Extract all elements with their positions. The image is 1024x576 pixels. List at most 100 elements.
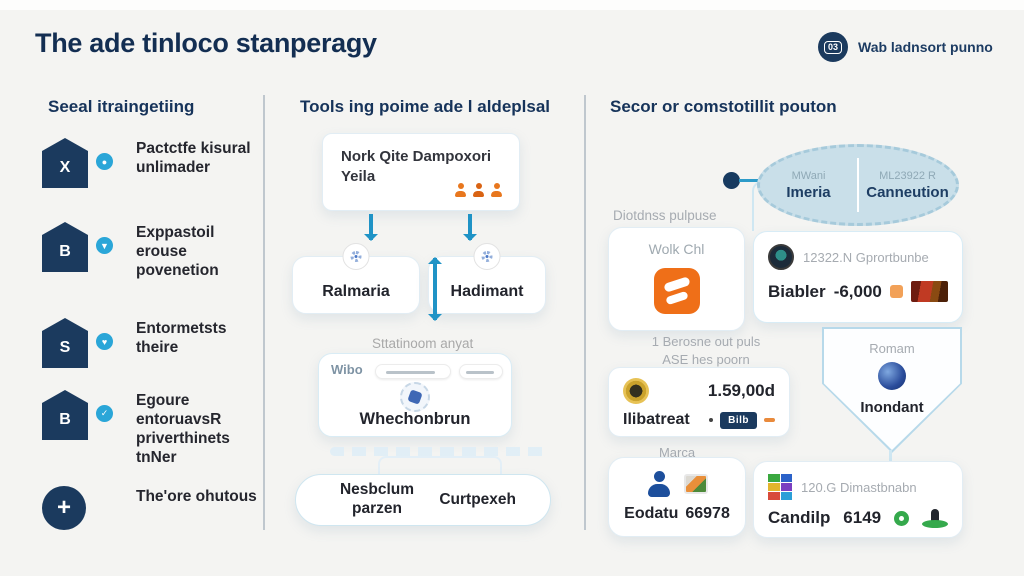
shield-letter: X bbox=[59, 159, 71, 176]
shield-s-icon: S bbox=[42, 318, 88, 368]
detail-card-title: Whechonbrun bbox=[359, 410, 471, 428]
orange-dash-icon bbox=[764, 418, 775, 422]
flow-label: Sttatinoom anyat bbox=[372, 336, 474, 351]
blue-badge-icon: ▼ bbox=[94, 235, 115, 256]
group2-label-line2: ASE hes poorn bbox=[662, 351, 750, 367]
ilibatreat-card: 1.59,00d Ilibatreat Bilb bbox=[608, 367, 790, 437]
ilibatreat-value: 1.59,00d bbox=[707, 381, 775, 400]
page-title: The ade tinloco stanperagy bbox=[35, 28, 377, 58]
branch-card-label: Ralmaria bbox=[322, 283, 390, 300]
detail-card-corner-label: Wibo bbox=[331, 362, 363, 377]
funnel-shape: Romam Inondant bbox=[822, 327, 962, 453]
emblem-icon bbox=[473, 243, 501, 270]
connector-dot bbox=[723, 172, 740, 189]
list-item: B ▼ Exppastoil erouse povenetion bbox=[42, 222, 260, 281]
right-column-heading: Secor or comstotillit pouton bbox=[610, 97, 837, 116]
list-item-label: Exppastoil erouse povenetion bbox=[136, 224, 219, 279]
biabler-subtitle: 12322.N Gprortbunbe bbox=[803, 249, 929, 265]
brand-logo-badge: 03 bbox=[823, 40, 842, 54]
dot-icon bbox=[709, 418, 714, 422]
shield-b-icon: B bbox=[42, 390, 88, 440]
thumbnail-image bbox=[910, 281, 948, 302]
avatar bbox=[768, 244, 794, 270]
shield-letter: S bbox=[59, 339, 71, 356]
top-flow-card: Nork Qite Dampoxori Yeila bbox=[322, 133, 520, 211]
candilp-name: Candilp bbox=[768, 508, 831, 527]
circle-letter: + bbox=[56, 494, 71, 521]
wolk-card: Wolk Chl bbox=[608, 227, 745, 331]
middle-column-heading: Tools ing poime ade l aldeplsal bbox=[300, 97, 551, 116]
column-divider bbox=[584, 95, 586, 530]
funnel-shape-inner: Romam Inondant bbox=[824, 329, 960, 450]
user-icon bbox=[454, 183, 467, 197]
users-icon-group bbox=[454, 183, 503, 197]
shield-letter: B bbox=[59, 411, 71, 428]
icon-wrap: B ▼ bbox=[42, 222, 120, 274]
down-arrow-icon bbox=[364, 214, 378, 241]
group-label: Marca bbox=[658, 445, 696, 460]
bubble-left-title: Imeria bbox=[786, 183, 831, 201]
candilp-card: 120.G Dimastbnabn Candilp 6149 bbox=[753, 461, 963, 538]
icon-wrap: X ● bbox=[42, 138, 120, 190]
candilp-subtitle: 120.G Dimastbnabn bbox=[801, 479, 917, 495]
photo-icon bbox=[684, 474, 708, 494]
bottom-card-left-label: Nesbclum parzen bbox=[339, 481, 415, 517]
list-item-label: Entormetsts theire bbox=[136, 320, 227, 356]
toolbar-pill bbox=[459, 364, 503, 379]
blue-badge-icon: ✓ bbox=[94, 403, 115, 424]
eodatu-value: 66978 bbox=[685, 505, 730, 522]
bubble-right-half: ML23922 R Canneution bbox=[859, 170, 956, 201]
blue-badge-icon: ● bbox=[94, 151, 115, 172]
list-item-label: The'ore ohutous bbox=[136, 488, 257, 505]
candilp-value: 6149 bbox=[843, 508, 882, 527]
list-item: B ✓ Egoure entoruavsR priverthinets tnNe… bbox=[42, 390, 260, 468]
icon-wrap: S ♥ bbox=[42, 318, 120, 370]
brand-logo-icon: 03 bbox=[818, 32, 848, 62]
eodatu-name: Eodatu bbox=[624, 505, 679, 522]
status-badge: Bilb bbox=[720, 411, 757, 429]
cross-circle-icon: + bbox=[42, 486, 86, 530]
shield-letter: B bbox=[59, 243, 71, 260]
emblem-icon bbox=[342, 243, 370, 270]
bubble-left-caption: MWani bbox=[791, 169, 826, 182]
branch-card-left: Ralmaria bbox=[292, 243, 420, 314]
user-icon bbox=[490, 183, 503, 197]
blue-badge-icon: ♥ bbox=[94, 331, 115, 352]
funnel-name: Inondant bbox=[860, 399, 924, 416]
top-card-line2: Yeila bbox=[341, 168, 376, 186]
faint-connector-decoration bbox=[378, 456, 502, 482]
shield-b-icon: B bbox=[42, 222, 88, 272]
toolbar-pill bbox=[375, 364, 451, 379]
bubble-left-half: MWani Imeria bbox=[760, 170, 857, 201]
down-arrow-icon bbox=[463, 214, 477, 241]
burst-emblem-icon bbox=[400, 382, 430, 412]
list-item: + The'ore ohutous bbox=[42, 486, 260, 538]
left-column-heading: Seeal itraingetiing bbox=[48, 97, 195, 116]
person-icon bbox=[646, 471, 672, 497]
branch-card-label: Hadimant bbox=[450, 283, 524, 300]
wolk-card-title: Wolk Chl bbox=[648, 241, 705, 257]
funnel-label: Romam bbox=[869, 341, 915, 356]
coin-icon bbox=[623, 378, 649, 404]
branch-card-right: Hadimant bbox=[428, 243, 546, 314]
connector-line bbox=[739, 179, 760, 182]
faint-scribble-decoration bbox=[330, 447, 550, 456]
user-icon bbox=[472, 183, 485, 197]
eodatu-card: Eodatu 66978 bbox=[608, 457, 746, 537]
list-item: X ● Pactctfe kisural unlimader bbox=[42, 138, 260, 190]
double-arrow-icon bbox=[428, 257, 442, 321]
group-label: 1 Berosne out puls ASE hes poorn bbox=[630, 333, 782, 368]
icon-wrap: B ✓ bbox=[42, 390, 120, 442]
shield-x-icon: X bbox=[42, 138, 88, 188]
brand: 03 Wab ladnsort punno bbox=[818, 32, 993, 62]
bubble-right-title: Canneution bbox=[866, 183, 949, 201]
group2-label-line1: 1 Berosne out puls bbox=[651, 334, 761, 349]
brand-name: Wab ladnsort punno bbox=[858, 39, 993, 55]
biabler-card: 12322.N Gprortbunbe Biabler -6,000 bbox=[753, 231, 963, 323]
orange-app-icon bbox=[653, 268, 700, 314]
icon-wrap: + bbox=[42, 486, 120, 538]
detail-card: Wibo Whechonbrun bbox=[318, 353, 512, 437]
bottom-card-right-label: Curtpexeh bbox=[439, 491, 516, 508]
figure-on-base-icon bbox=[921, 508, 948, 528]
